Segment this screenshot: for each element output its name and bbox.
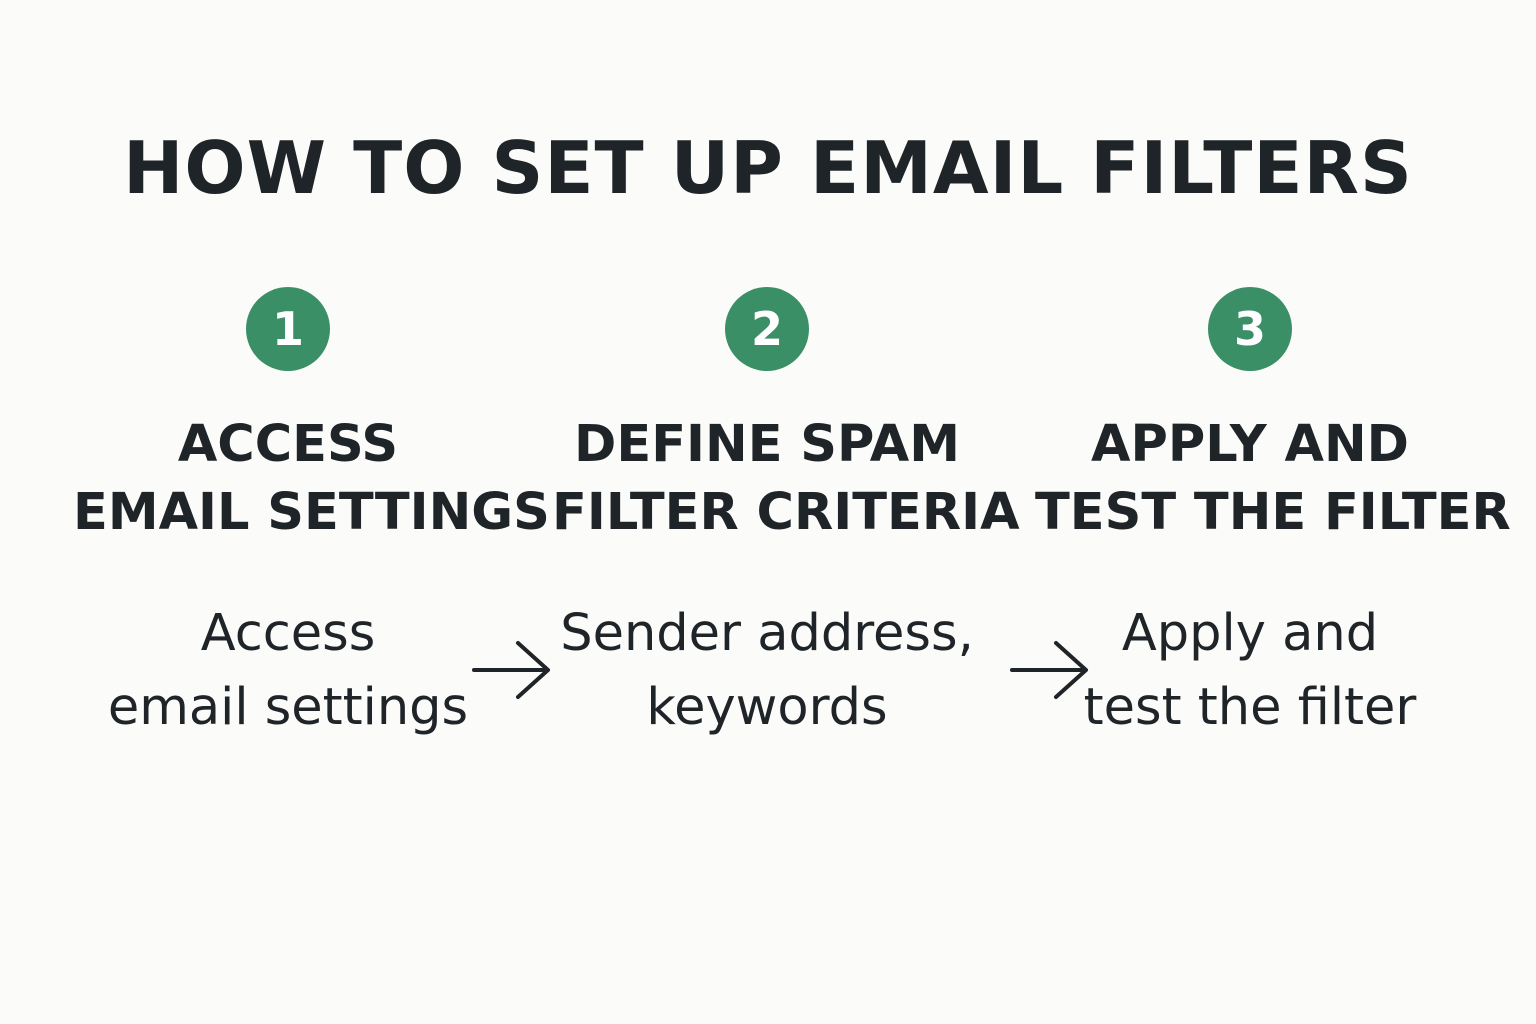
step-description-line: Sender address,: [560, 604, 974, 663]
step-number-badge: 2: [725, 287, 809, 371]
step-description: Access email settings: [73, 597, 503, 745]
step-description-line: keywords: [646, 678, 888, 737]
step-description-line: Access: [200, 604, 376, 663]
step-title-line: APPLY AND: [1091, 415, 1409, 474]
step-access-email-settings: 1 ACCESS EMAIL SETTINGS Access email set…: [73, 287, 550, 745]
step-title-line: DEFINE SPAM: [574, 415, 960, 474]
page-title: HOW TO SET UP EMAIL FILTERS: [123, 126, 1413, 211]
step-title-line: TEST THE FILTER: [1035, 483, 1511, 542]
step-description-line: email settings: [107, 678, 469, 737]
step-title: DEFINE SPAM FILTER CRITERIA: [552, 411, 1020, 547]
step-title-line: FILTER CRITERIA: [552, 483, 1020, 542]
step-number-badge: 3: [1208, 287, 1292, 371]
right-arrow-icon: [1008, 635, 1094, 705]
step-title-line: ACCESS: [177, 415, 399, 474]
step-apply-and-test-filter: 3 APPLY AND TEST THE FILTER Apply and te…: [1035, 287, 1511, 745]
step-description-line: test the filter: [1083, 678, 1417, 737]
right-arrow-icon: [470, 635, 556, 705]
step-number-badge: 1: [246, 287, 330, 371]
step-description: Apply and test the filter: [1035, 597, 1465, 745]
step-description: Sender address, keywords: [552, 597, 982, 745]
step-title: ACCESS EMAIL SETTINGS: [73, 411, 550, 547]
step-define-spam-filter-criteria: 2 DEFINE SPAM FILTER CRITERIA Sender add…: [552, 287, 1020, 745]
step-description-line: Apply and: [1121, 604, 1379, 663]
step-title-line: EMAIL SETTINGS: [73, 483, 550, 542]
step-title: APPLY AND TEST THE FILTER: [1035, 411, 1511, 547]
